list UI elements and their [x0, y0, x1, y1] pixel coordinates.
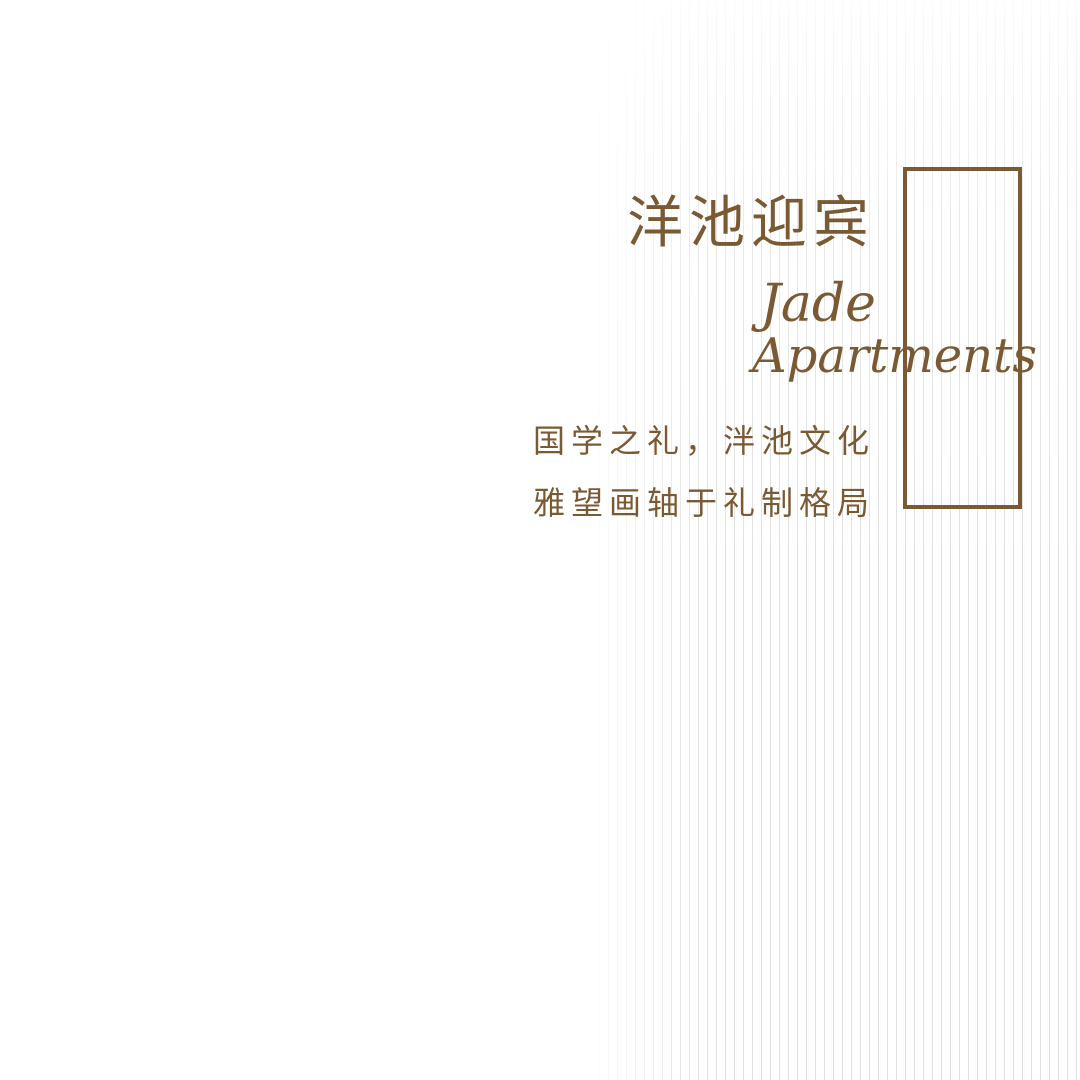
subtitle-line-2: 雅望画轴于礼制格局: [532, 484, 875, 522]
script-heading: Jade Apartments: [752, 278, 1037, 380]
stripe-fade-edge: [585, 0, 705, 1080]
subtitle-block: 国学之礼，泮池文化 雅望画轴于礼制格局: [533, 410, 875, 534]
script-line-2: Apartments: [752, 328, 1037, 384]
script-line-1: Jade: [760, 274, 876, 334]
main-title: 洋池迎宾: [627, 191, 875, 256]
decorative-frame-rectangle: [903, 167, 1022, 509]
subtitle-line-1: 国学之礼，泮池文化: [532, 422, 875, 460]
